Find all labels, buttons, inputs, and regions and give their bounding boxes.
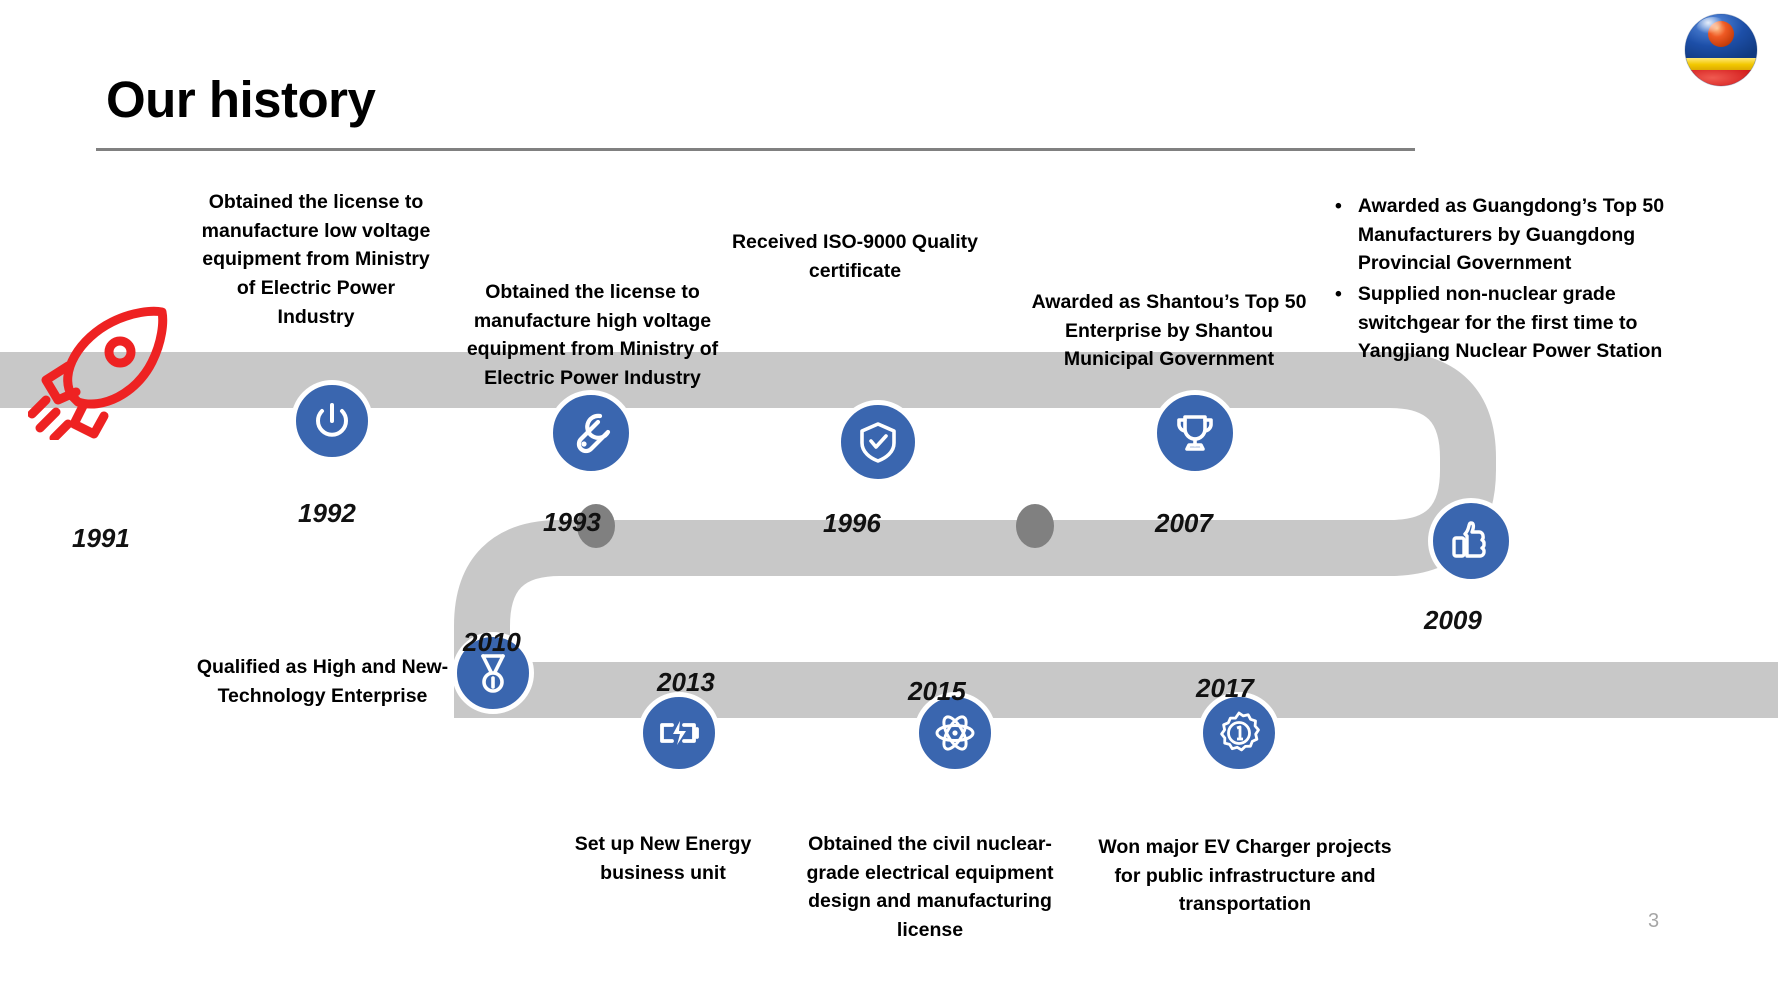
milestone-node-1993[interactable]	[548, 390, 634, 476]
bullet-item: • Supplied non-nuclear grade switchgear …	[1335, 280, 1665, 366]
trophy-icon	[1171, 409, 1219, 457]
wrench-icon	[567, 409, 615, 457]
title-divider	[96, 148, 1415, 151]
milestone-text-2015: Obtained the civil nuclear-grade electri…	[806, 833, 1054, 941]
milestone-text-2017: Won major EV Charger projects for public…	[1098, 836, 1392, 916]
milestone-text-1992: Obtained the license to manufacture low …	[201, 191, 431, 328]
milestone-node-2017[interactable]	[1198, 692, 1280, 774]
bullet-text: Supplied non-nuclear grade switchgear fo…	[1357, 282, 1663, 363]
year-label-2015: 2015	[908, 676, 966, 706]
company-sphere-logo	[1679, 8, 1763, 92]
milestone-text-1993: Obtained the license to manufacture high…	[466, 281, 719, 389]
milestone-node-1992[interactable]	[291, 380, 373, 462]
milestone-text-2013: Set up New Energy business unit	[574, 833, 752, 884]
thumbs-up-icon	[1447, 517, 1495, 565]
milestone-bullets-2009: • Awarded as Guangdong’s Top 50 Manufact…	[1335, 192, 1665, 368]
milestone-node-1996[interactable]	[836, 400, 920, 484]
milestone-node-2015[interactable]	[914, 692, 996, 774]
milestone-node-2010[interactable]	[452, 632, 534, 714]
power-icon	[310, 399, 354, 443]
year-label-1993: 1993	[543, 507, 601, 537]
shield-check-icon	[855, 419, 901, 465]
bullet-item: • Awarded as Guangdong’s Top 50 Manufact…	[1335, 192, 1665, 278]
milestone-node-2007[interactable]	[1152, 390, 1238, 476]
bullet-dot-icon: •	[1335, 282, 1342, 305]
year-label-1992: 1992	[298, 498, 356, 528]
milestone-node-2013[interactable]	[638, 692, 720, 774]
year-label-2013: 2013	[657, 667, 715, 697]
bullet-dot-icon: •	[1335, 195, 1342, 217]
milestone-text-2010: Qualified as High and New-Technology Ent…	[196, 656, 449, 707]
medal-icon	[470, 650, 516, 696]
milestone-text-1996: Received ISO-9000 Quality certificate	[731, 231, 979, 282]
year-label-2010: 2010	[463, 627, 521, 657]
bullet-text: Awarded as Guangdong’s Top 50 Manufactur…	[1357, 195, 1665, 275]
page-title: Our history	[106, 71, 376, 128]
year-label-2007: 2007	[1155, 508, 1213, 538]
year-label-1996: 1996	[823, 508, 881, 538]
milestone-node-2009[interactable]	[1428, 498, 1514, 584]
rocket-icon	[27, 300, 178, 443]
year-label-2017: 2017	[1196, 673, 1254, 703]
page-number: 3	[1648, 910, 1660, 932]
award-badge-icon	[1215, 709, 1263, 757]
atom-icon	[931, 709, 979, 757]
year-label-2009: 2009	[1424, 605, 1482, 635]
year-label-1991: 1991	[72, 523, 130, 553]
milestone-text-2007: Awarded as Shantou’s Top 50 Enterprise b…	[1031, 291, 1307, 371]
battery-charging-icon	[655, 709, 703, 757]
